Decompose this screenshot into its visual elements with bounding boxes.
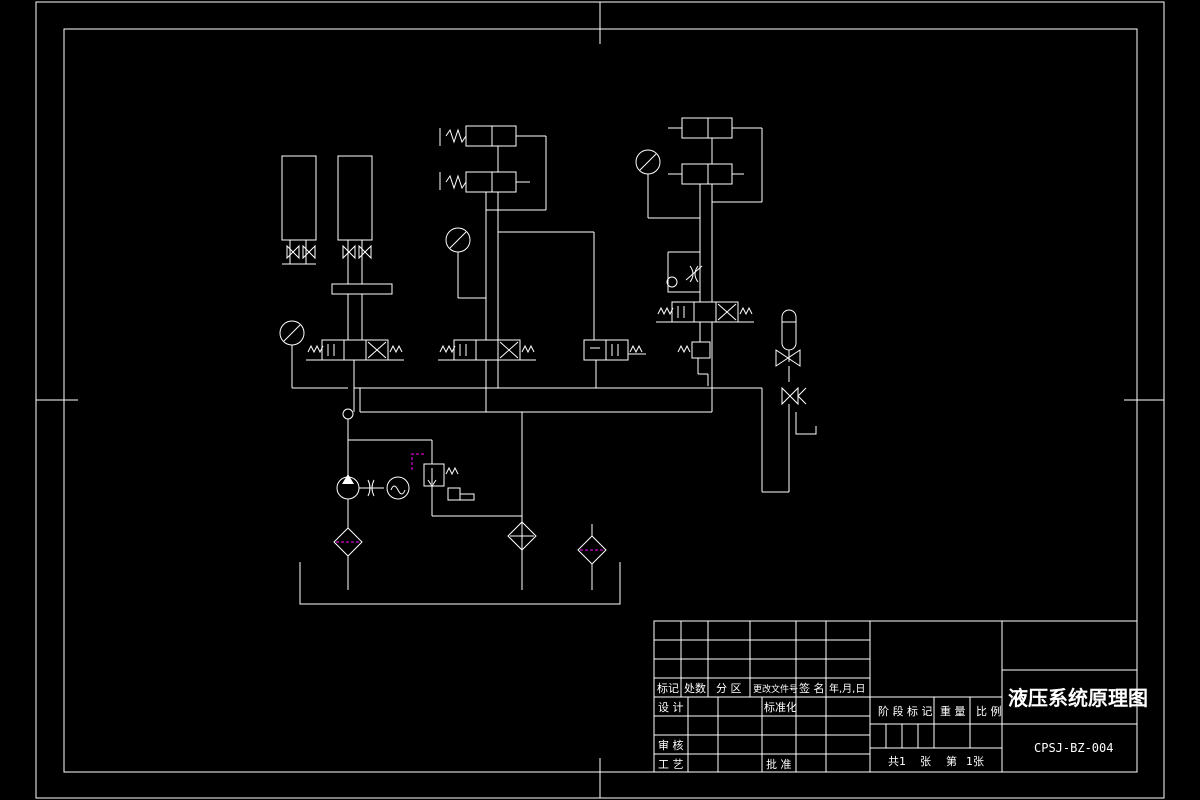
inner-border [63,28,1138,773]
tb-sheet-unit: 张 [920,755,931,768]
tb-design-label: 设 计 [658,701,684,714]
directional-valve-1 [306,339,404,412]
cylinder-group-right [635,117,763,302]
main-pressure-line [342,387,712,590]
directional-valve-2 [438,339,536,412]
filters [333,521,607,590]
pump-motor-unit [336,474,410,528]
tb-weight-label: 重 量 [940,704,966,718]
tb-docno-label: 更改文件号 [753,683,798,695]
tb-review-label: 审 核 [658,738,684,752]
drawing-code: CPSJ-BZ-004 [1034,741,1113,755]
drawing-title: 液压系统原理图 [1008,686,1148,710]
return-filter [507,521,537,551]
reducing-valve-right [677,341,711,386]
tb-sheet-no-label: 第 [946,754,957,768]
directional-valve-3 [656,301,754,412]
cylinder-group-middle [439,125,595,340]
title-block: 标记 处数 分 区 更改文件号 签 名 年,月,日 设 计 标准化 审 核 工 … [653,620,1148,773]
tb-process-label: 工 艺 [658,758,684,771]
relief-valve [411,440,522,517]
tb-standardize-label: 标准化 [764,700,797,714]
oil-tank [299,562,621,605]
tb-date-label: 年,月,日 [829,682,865,695]
drawing-frame [35,1,1165,799]
tb-mark-label: 标记 [657,681,679,695]
two-position-valve [583,339,646,388]
electric-motor [386,476,410,500]
outer-border [35,1,1165,799]
left-actuator-group [279,155,393,389]
tb-stage-mark-label: 阶 段 标 记 [878,704,933,718]
tb-approve-label: 批 准 [766,757,792,771]
tb-count-label: 处数 [684,682,706,695]
tb-sheet-total: 共1 [888,755,906,768]
tb-sheet-no: 1张 [966,755,984,768]
tb-zone-label: 分 区 [716,682,742,695]
tb-scale-label: 比 例 [976,704,1002,718]
accumulator [712,309,817,493]
tb-signature-label: 签 名 [799,681,825,695]
